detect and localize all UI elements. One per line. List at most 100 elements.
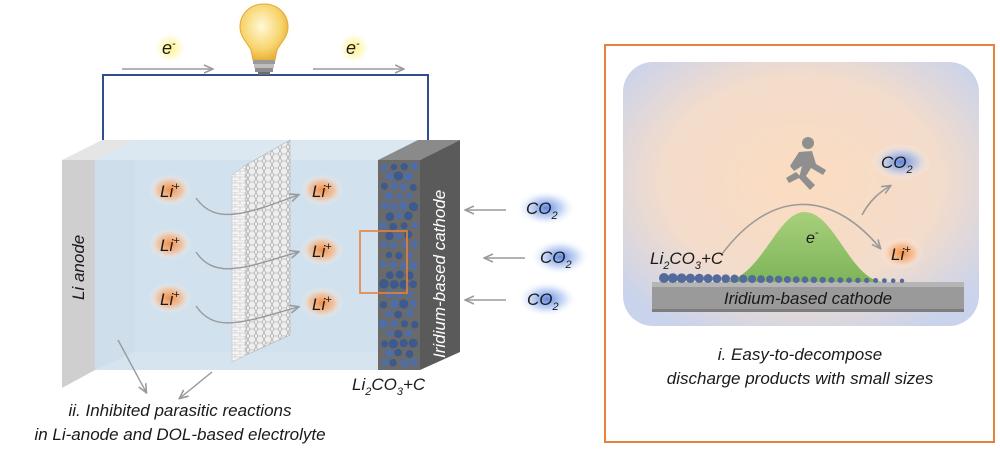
co2-arrows <box>466 210 525 300</box>
cathode-particle <box>380 182 388 190</box>
discharge-product-particle <box>739 274 748 283</box>
cathode-particle <box>381 201 389 210</box>
li-ion-left-1: Li+ <box>148 174 192 206</box>
cathode-particle <box>404 329 413 337</box>
cathode-particle <box>399 183 408 191</box>
cathode-particle <box>404 211 413 221</box>
cathode-particle <box>410 162 419 171</box>
cathode-particle <box>409 299 418 308</box>
cathode-particle <box>400 163 408 171</box>
discharge-product-particle <box>766 275 774 284</box>
discharge-product-particle <box>757 275 765 283</box>
cathode-particle <box>394 348 403 357</box>
cathode-particle <box>388 339 398 349</box>
discharge-product-particle <box>730 274 739 283</box>
cathode-particle <box>379 260 387 268</box>
cathode-particle <box>411 222 418 229</box>
cathode-particle <box>386 330 393 337</box>
discharge-product-particle <box>748 275 757 283</box>
cathode-particle <box>379 279 389 289</box>
cathode-particle <box>403 172 413 182</box>
cathode-particle <box>385 251 393 259</box>
inset-pathway-arrows <box>721 186 890 255</box>
discharge-product-particle <box>819 276 826 283</box>
discharge-product-particle <box>846 277 852 284</box>
discharge-product-particle <box>899 278 905 283</box>
cathode-particle <box>395 270 404 279</box>
cathode-particle <box>400 320 409 328</box>
inset-co2-label: CO2 <box>871 144 931 180</box>
cathode-label: Iridium-based cathode <box>430 190 449 358</box>
discharge-product-particle <box>801 276 809 284</box>
discharge-product-particle <box>837 277 844 283</box>
cathode-particle <box>410 240 419 249</box>
cathode-particle <box>409 358 418 367</box>
caption-pointer-arrows <box>117 339 213 398</box>
cathode-particle <box>389 222 398 231</box>
cathode-particle <box>385 172 394 181</box>
cathode-particle <box>385 231 394 241</box>
separator <box>231 139 291 363</box>
svg-text:Li+: Li+ <box>312 294 332 314</box>
discharge-product-particle <box>676 273 687 284</box>
cathode-particle <box>408 202 419 212</box>
external-circuit <box>102 74 429 147</box>
cathode-particle <box>384 349 394 358</box>
cathode-particle <box>396 193 403 201</box>
discharge-product-particle <box>712 274 722 283</box>
cathode-particle <box>389 182 398 191</box>
svg-text:CO2: CO2 <box>527 290 559 313</box>
svg-text:Li+: Li+ <box>160 235 180 255</box>
discharge-product-particle <box>810 276 818 283</box>
cathode-particle <box>394 290 403 299</box>
cathode-particle <box>381 340 389 348</box>
co2-label-1: CO2 <box>516 190 576 226</box>
cathode-particle <box>389 241 397 249</box>
svg-text:CO2: CO2 <box>540 248 572 271</box>
electron-label-left: e- <box>154 32 186 64</box>
caption-i-line2: discharge products with small sizes <box>667 369 934 388</box>
cathode-particle <box>389 299 399 309</box>
cathode-particle <box>404 230 413 239</box>
energy-barrier-hill <box>720 211 885 282</box>
li-ion-left-3: Li+ <box>148 282 192 314</box>
cathode-particle <box>395 211 403 219</box>
discharge-product-particle <box>855 277 861 283</box>
inset-li-ion: Li+ <box>880 237 924 269</box>
caption-i-line1: i. Easy-to-decompose <box>718 345 882 364</box>
co2-label-2: CO2 <box>530 239 590 275</box>
inset-product-formula: Li2CO3+C <box>650 249 724 272</box>
cathode-particle <box>395 252 403 260</box>
light-bulb-icon <box>232 0 296 75</box>
cathode-particle <box>380 240 388 249</box>
co2-label-3: CO2 <box>517 281 577 317</box>
caption-ii-line1: ii. Inhibited parasitic reactions <box>68 401 292 420</box>
svg-text:Li+: Li+ <box>891 244 911 264</box>
ion-migration-arrows <box>195 195 298 324</box>
discharge-product-particle <box>864 277 870 283</box>
zoom-highlight-box <box>359 230 408 294</box>
cathode-particle <box>400 222 408 230</box>
cathode-particle <box>385 212 395 222</box>
cathode-particle <box>384 191 394 201</box>
svg-text:e-: e- <box>162 38 176 58</box>
li-ion-right-2: Li+ <box>300 234 344 266</box>
cathode-particle <box>399 201 408 211</box>
svg-text:Li+: Li+ <box>312 241 332 261</box>
electron-label-right: e- <box>338 32 370 64</box>
cathode-particle <box>394 310 402 319</box>
discharge-product-particle <box>659 273 669 283</box>
discharge-product-particle <box>873 278 879 283</box>
product-formula: Li2CO3+C <box>352 375 426 398</box>
svg-text:Li+: Li+ <box>312 181 332 201</box>
cathode-particle <box>408 338 418 348</box>
li-ion-left-2: Li+ <box>148 228 192 260</box>
inset-electron: e- <box>806 227 819 247</box>
discharge-product-particle <box>828 277 835 283</box>
cathode-particle <box>400 359 409 368</box>
cathode-particle <box>399 299 409 309</box>
cathode-particle <box>406 291 414 298</box>
cathode-particle <box>409 183 417 192</box>
running-person-icon <box>786 137 826 190</box>
